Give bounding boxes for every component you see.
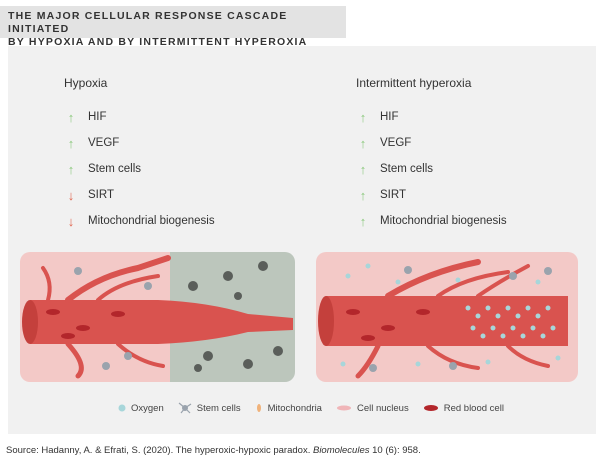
hyperoxia-factor-mito: ↑ Mitochondrial biogenesis [356,208,507,234]
tissue-illustration [20,252,578,382]
hypoxia-factor-hif: ↑ HIF [64,104,215,130]
hyperoxia-factor-sirt: ↑ SIRT [356,182,507,208]
legend-item-stem-cells: Stem cells [178,402,241,414]
arrow-up-icon: ↑ [67,109,75,125]
arrow-up-icon: ↑ [359,187,367,203]
title-line-1: THE MAJOR CELLULAR RESPONSE CASCADE INIT… [8,10,288,35]
title-line-2: BY HYPOXIA AND BY INTERMITTENT HYPEROXIA [8,36,308,48]
legend-label: Mitochondria [267,402,322,414]
hyperoxia-factor-hif: ↑ HIF [356,104,507,130]
source-citation: Source: Hadanny, A. & Efrati, S. (2020).… [6,445,421,456]
hyperoxia-column: Intermittent hyperoxia ↑ HIF ↑ VEGF ↑ St… [356,76,507,234]
source-prefix: Source: Hadanny, A. & Efrati, S. (2020).… [6,445,313,456]
hyperoxia-factor-vegf: ↑ VEGF [356,130,507,156]
stem-cell-icon [178,402,192,414]
source-suffix: 10 (6): 958. [369,445,421,456]
factor-label: Stem cells [88,163,142,175]
factor-label: VEGF [88,137,120,149]
legend: Oxygen Stem cells Mitochondria Cell nucl… [118,402,518,414]
factor-label: Mitochondrial biogenesis [380,215,507,227]
source-journal: Biomolecules [312,445,370,456]
hypoxia-column: Hypoxia ↑ HIF ↑ VEGF ↑ Stem cells ↓ SIRT… [64,76,215,234]
arrow-up-icon: ↑ [359,109,367,125]
hyperoxia-heading: Intermittent hyperoxia [356,76,472,90]
title-banner: THE MAJOR CELLULAR RESPONSE CASCADE INIT… [0,6,346,48]
arrow-up-icon: ↑ [67,135,75,151]
arrow-up-icon: ↑ [359,135,367,151]
arrow-down-icon: ↓ [67,187,75,203]
legend-item-red-blood-cell: Red blood cell [423,403,504,414]
mitochondria-icon [256,404,261,412]
legend-item-mitochondria: Mitochondria [255,403,322,414]
factor-label: HIF [88,111,107,123]
arrow-up-icon: ↑ [359,161,367,177]
factor-label: SIRT [88,189,114,201]
factor-label: HIF [380,111,399,123]
hypoxia-factor-stem-cells: ↑ Stem cells [64,156,215,182]
legend-label: Cell nucleus [356,402,409,414]
factor-label: Stem cells [380,163,434,175]
factor-label: Mitochondrial biogenesis [88,215,215,227]
arrow-up-icon: ↑ [359,213,367,229]
legend-item-cell-nucleus: Cell nucleus [336,403,409,414]
legend-label: Red blood cell [443,402,504,414]
hypoxia-factor-sirt: ↓ SIRT [64,182,215,208]
legend-label: Stem cells [196,402,241,414]
cell-nucleus-icon [336,405,351,411]
arrow-down-icon: ↓ [67,213,75,229]
hypoxia-factor-mito: ↓ Mitochondrial biogenesis [64,208,215,234]
arrow-up-icon: ↑ [67,161,75,177]
factor-label: SIRT [380,189,406,201]
factor-label: VEGF [380,137,412,149]
diagram-panel: Hypoxia ↑ HIF ↑ VEGF ↑ Stem cells ↓ SIRT… [8,46,596,434]
hyperoxia-factor-stem-cells: ↑ Stem cells [356,156,507,182]
legend-item-oxygen: Oxygen [118,403,164,414]
oxygen-dot-icon [118,404,126,412]
red-blood-cell-icon [423,405,438,411]
hyperoxia-tissue-block [316,252,578,382]
hypoxia-heading: Hypoxia [64,76,108,90]
hypoxia-factor-vegf: ↑ VEGF [64,130,215,156]
hypoxia-tissue-block [20,252,295,382]
legend-label: Oxygen [131,402,164,414]
